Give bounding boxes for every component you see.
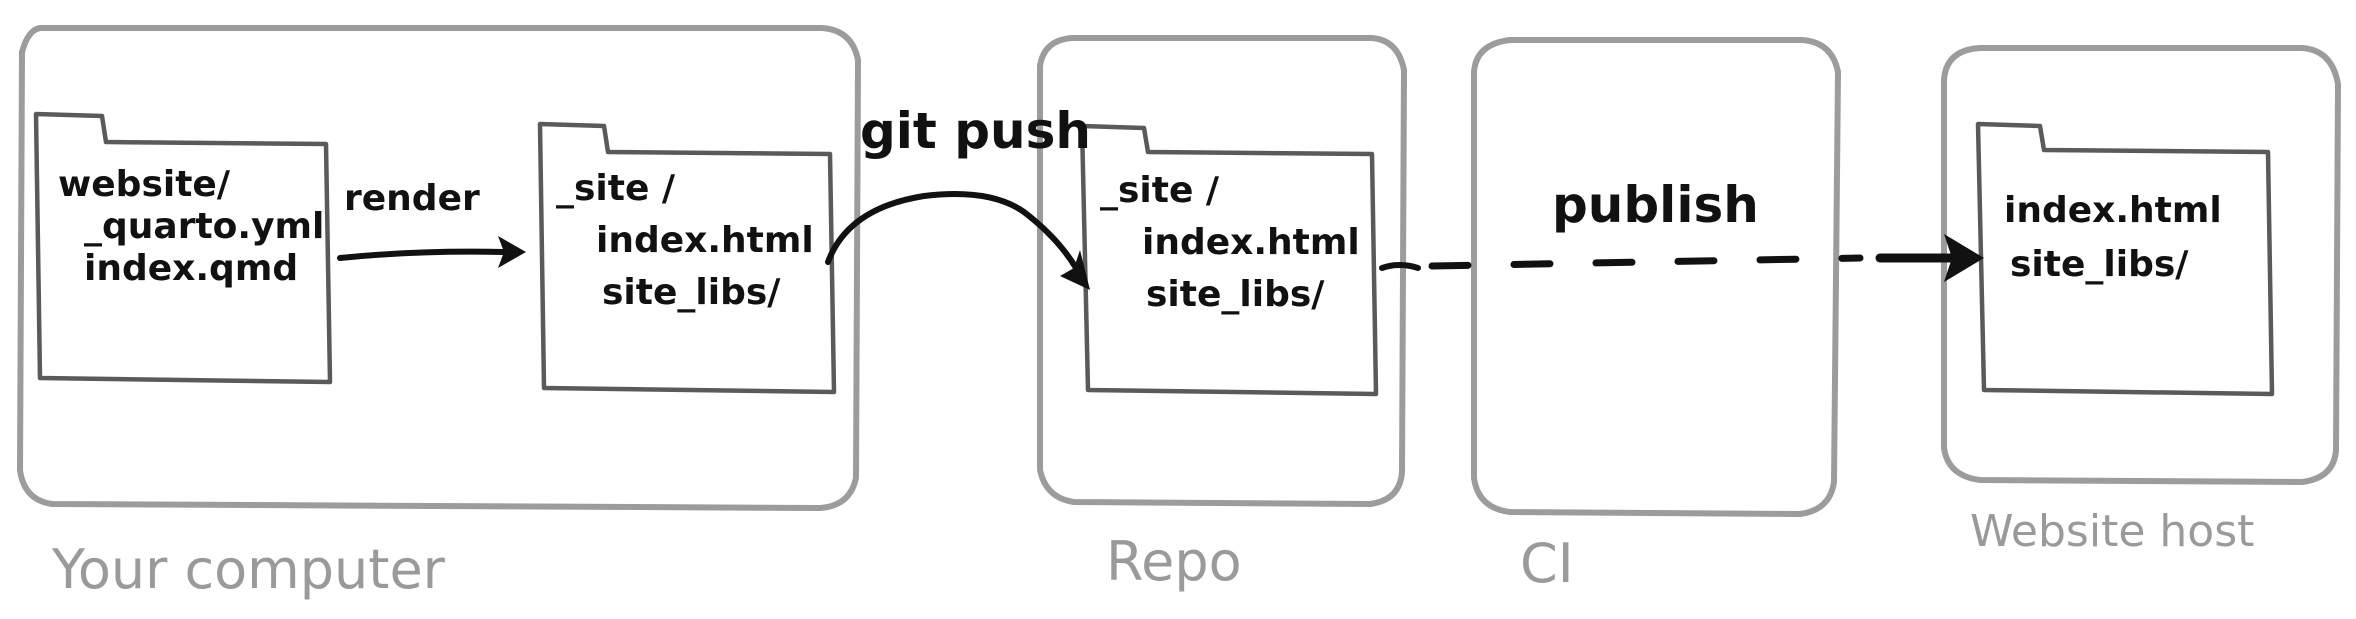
render-arrow bbox=[337, 248, 507, 261]
environment-website-host bbox=[1941, 45, 2341, 485]
caption-ci: CI bbox=[1520, 532, 1574, 595]
git-push-step: git push bbox=[825, 102, 1091, 290]
folder-line: website/ bbox=[58, 164, 231, 205]
folder-line: index.html bbox=[596, 220, 814, 261]
environment-repo bbox=[1037, 35, 1407, 507]
folder-line: _quarto.yml bbox=[84, 206, 324, 247]
folder-repo-site: _site / index.html site_libs/ bbox=[1079, 123, 1379, 397]
folder-line: index.qmd bbox=[84, 248, 298, 289]
caption-repo: Repo bbox=[1106, 530, 1242, 593]
folder-local-site: _site / index.html site_libs/ bbox=[537, 121, 837, 395]
environment-box-outline bbox=[1037, 35, 1407, 507]
publish-step: publish bbox=[1379, 176, 1984, 282]
publish-label: publish bbox=[1552, 176, 1759, 234]
folder-line: index.html bbox=[2004, 190, 2222, 231]
folder-outline bbox=[33, 111, 333, 385]
environment-ci bbox=[1471, 37, 1841, 517]
folder-source: website/ _quarto.yml index.qmd bbox=[33, 111, 333, 385]
folder-host-site: index.html site_libs/ bbox=[1975, 121, 2275, 397]
git-push-arrow bbox=[825, 191, 1079, 271]
folder-line: index.html bbox=[1142, 222, 1360, 263]
folder-line: site_libs/ bbox=[602, 272, 781, 313]
git-push-arrowhead bbox=[1060, 250, 1090, 290]
folder-outline bbox=[1975, 121, 2275, 397]
publish-arrowhead bbox=[1944, 234, 1984, 282]
folder-line: site_libs/ bbox=[2010, 244, 2189, 285]
publish-dashed-line bbox=[1428, 254, 1864, 270]
environment-your-computer bbox=[17, 25, 861, 511]
folder-line: _site / bbox=[1100, 170, 1220, 211]
git-push-label: git push bbox=[860, 102, 1091, 160]
render-label: render bbox=[344, 178, 480, 219]
folder-outline bbox=[537, 121, 837, 395]
environment-box-outline bbox=[17, 25, 861, 511]
folder-line: site_libs/ bbox=[1146, 274, 1325, 315]
caption-your-computer: Your computer bbox=[51, 538, 446, 601]
folder-outline bbox=[1079, 123, 1379, 397]
render-arrowhead bbox=[498, 236, 526, 268]
render-step: render bbox=[337, 178, 526, 268]
caption-website-host: Website host bbox=[1970, 506, 2254, 557]
publish-arrow-start bbox=[1379, 262, 1421, 271]
folder-line: _site / bbox=[556, 168, 676, 209]
environment-box-outline bbox=[1471, 37, 1841, 517]
environment-box-outline bbox=[1941, 45, 2341, 485]
